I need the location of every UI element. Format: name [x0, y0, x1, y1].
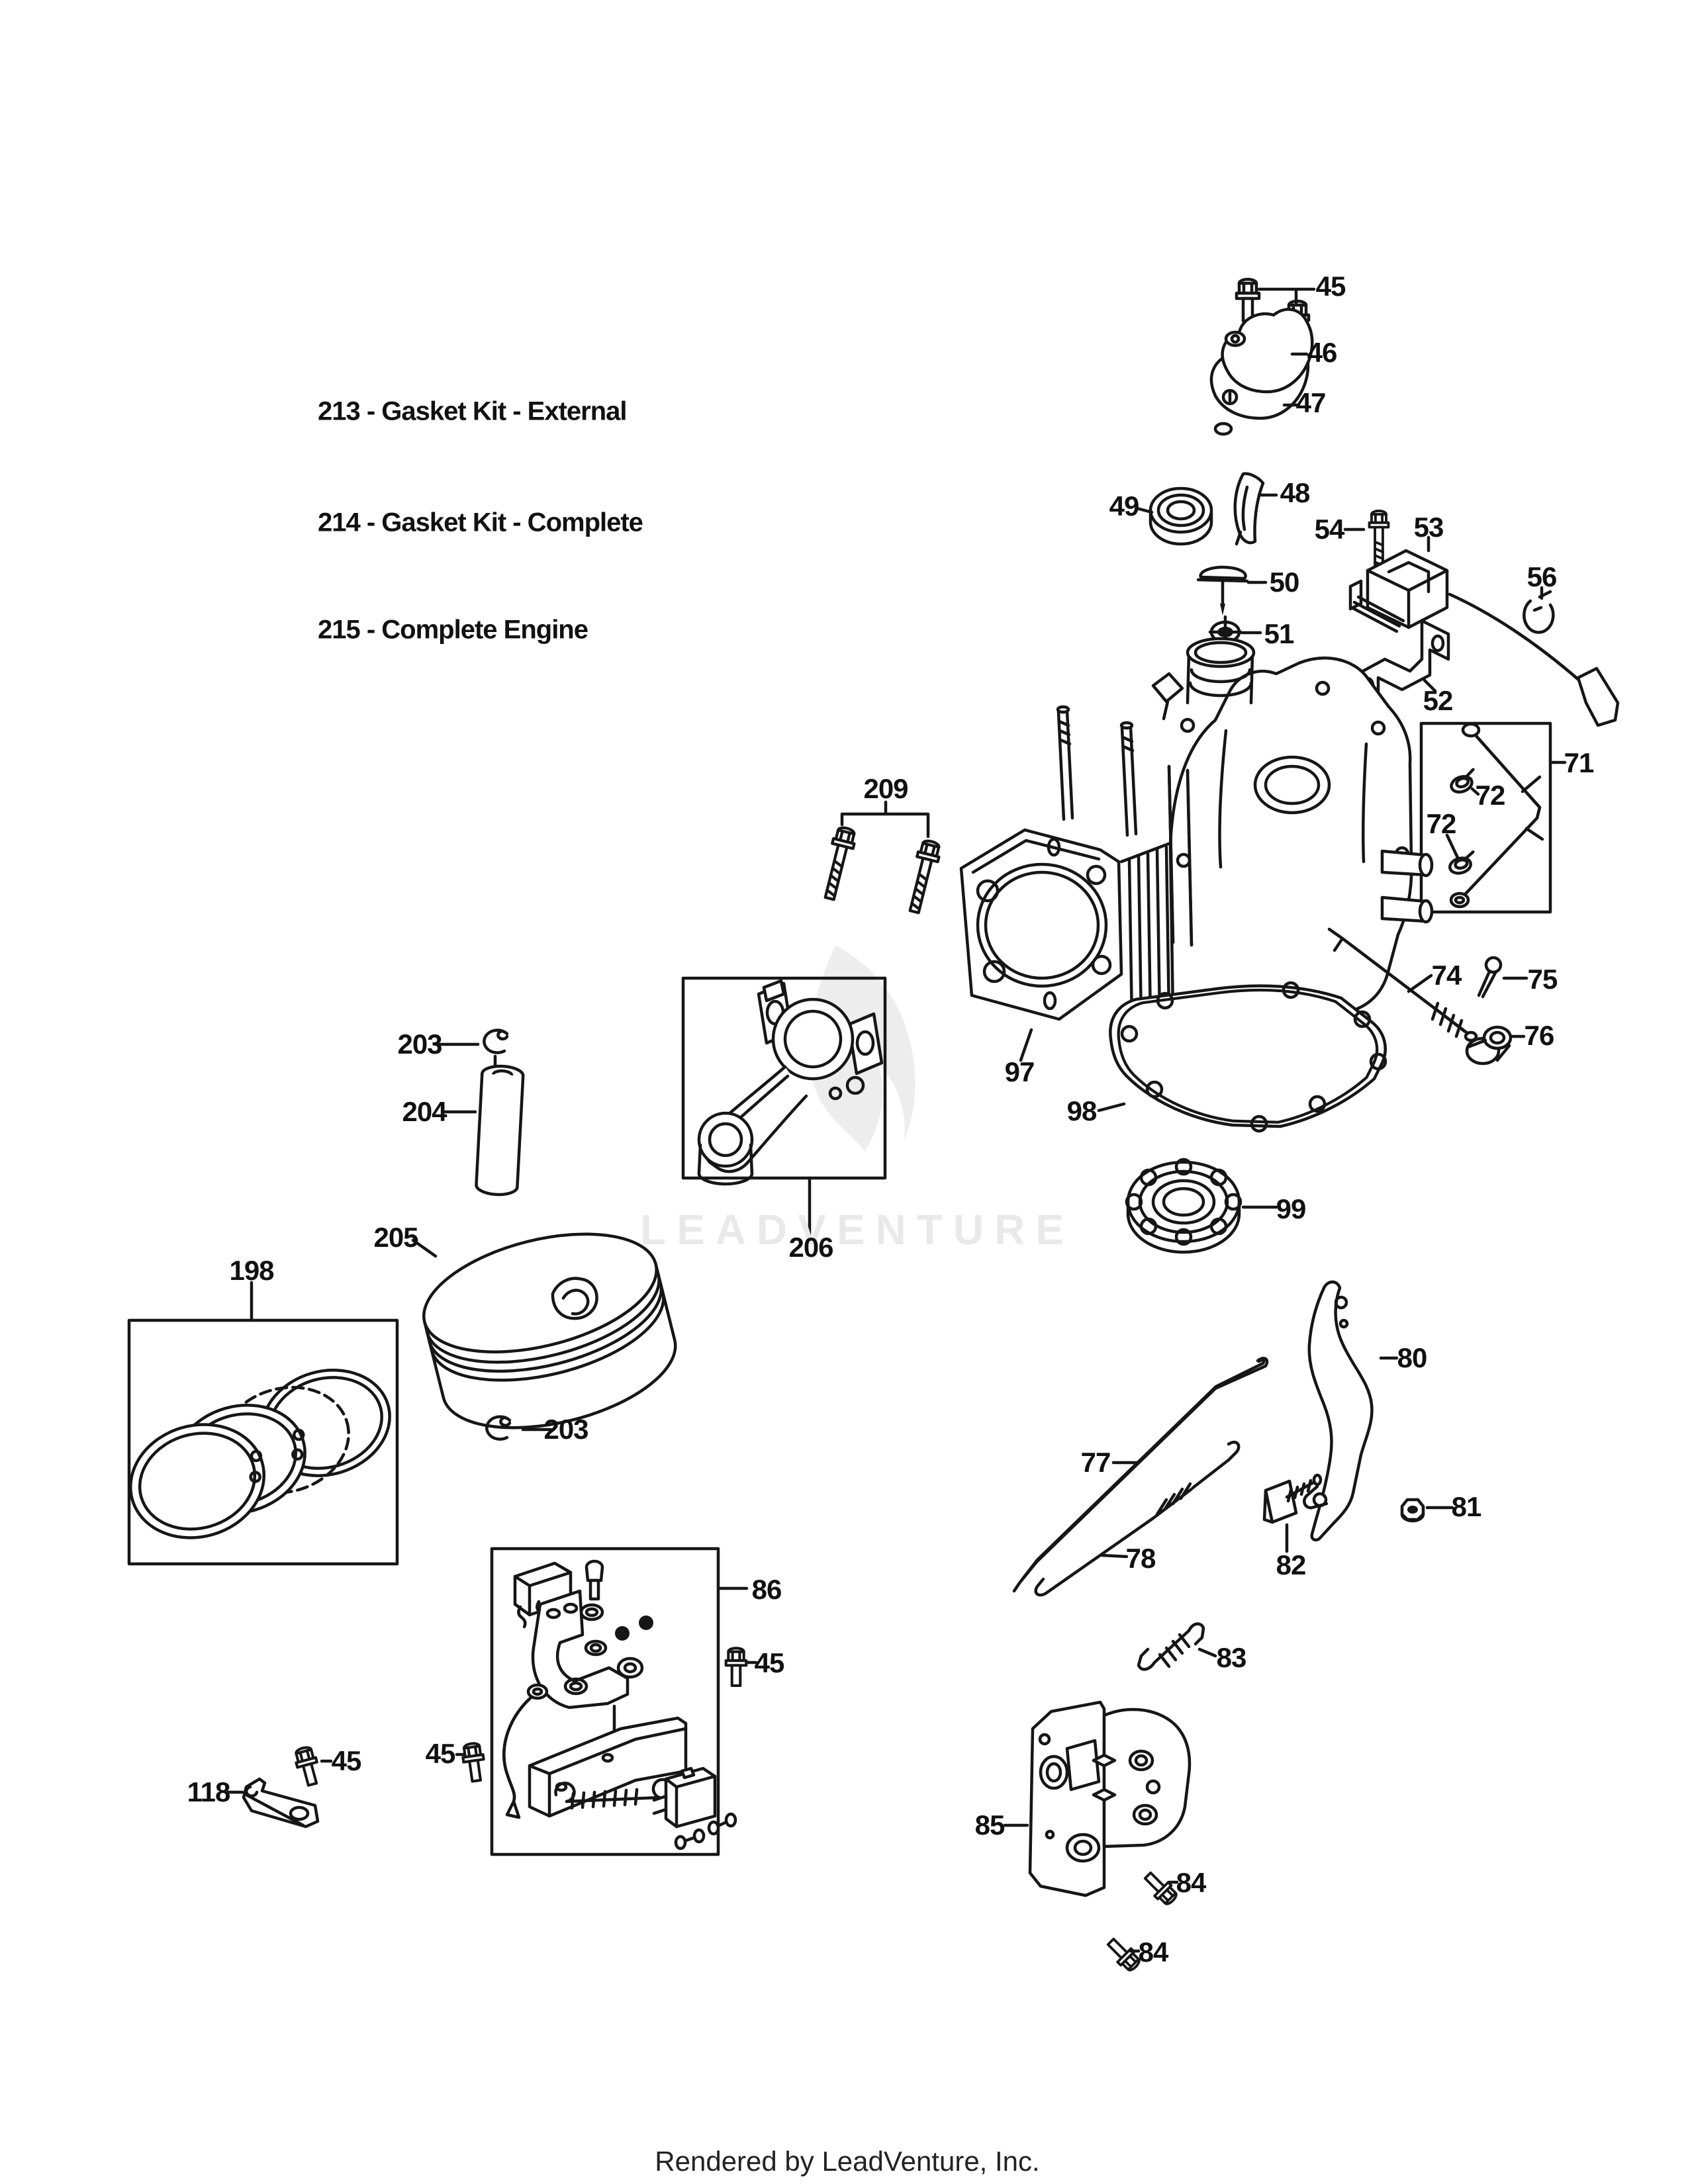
callout-50: 50 [1269, 567, 1300, 598]
piston-205 [411, 1232, 677, 1430]
callout-45-top: 45 [1315, 271, 1346, 302]
callout-206: 206 [788, 1232, 833, 1263]
callout-46: 46 [1307, 337, 1338, 368]
head-bolts-209 [819, 800, 942, 914]
callout-99: 99 [1276, 1193, 1307, 1224]
leadventure-watermark-text: LEADVENTURE [639, 1206, 1075, 1253]
callout-48: 48 [1280, 477, 1311, 508]
hose-kit-box-71 [1419, 721, 1567, 914]
callout-86: 86 [751, 1574, 782, 1605]
screw-82 [1262, 1473, 1323, 1553]
callout-84-upper: 84 [1176, 1867, 1207, 1898]
oil-pan-gasket-98 [1109, 981, 1387, 1133]
callout-198: 198 [229, 1255, 274, 1286]
callout-52: 52 [1423, 685, 1454, 716]
callout-203-top: 203 [397, 1028, 442, 1060]
callout-54: 54 [1314, 514, 1345, 545]
callout-74: 74 [1431, 960, 1462, 991]
control-plate-85 [1003, 1700, 1192, 1897]
callout-84-lower: 84 [1138, 1936, 1169, 1968]
callout-78: 78 [1125, 1543, 1156, 1574]
callout-76: 76 [1524, 1020, 1555, 1051]
callout-97: 97 [1004, 1056, 1035, 1087]
breather-cover-group [1209, 279, 1316, 436]
governor-spring-78 [1034, 1440, 1241, 1597]
control-bracket-box-86 [490, 1547, 749, 1856]
callout-203-bottom: 203 [543, 1414, 588, 1445]
coil-group [1343, 510, 1620, 727]
callout-51: 51 [1264, 618, 1295, 649]
callout-81: 81 [1451, 1491, 1482, 1522]
bracket-118 [226, 1777, 320, 1829]
callout-77: 77 [1080, 1447, 1111, 1478]
governor-arm-80 [1303, 1280, 1399, 1542]
circlip-203-bottom [487, 1417, 553, 1439]
callout-118: 118 [187, 1776, 231, 1807]
callout-45-far-left: 45 [331, 1745, 362, 1776]
callout-85: 85 [974, 1809, 1006, 1841]
callout-205: 205 [373, 1222, 418, 1253]
breather-valve-50 [1196, 565, 1268, 615]
callout-49: 49 [1109, 490, 1140, 522]
callout-209: 209 [863, 773, 908, 804]
connecting-rod-box-206 [681, 976, 887, 1237]
throttle-rod-77 [1012, 1357, 1269, 1593]
callout-82: 82 [1276, 1549, 1307, 1580]
cylinder-block-97 [959, 637, 1434, 1113]
callout-71: 71 [1564, 747, 1595, 778]
governor-rod-74 [1327, 927, 1478, 1042]
key-48 [1233, 472, 1278, 546]
callout-83: 83 [1216, 1642, 1247, 1673]
callout-53: 53 [1413, 512, 1444, 543]
callout-47: 47 [1295, 387, 1327, 418]
kit-label-215: 215 - Complete Engine [318, 615, 588, 645]
footer-credit: Rendered by LeadVenture, Inc. [655, 2146, 1040, 2177]
bolt-45-far-left [293, 1745, 333, 1787]
bolts-84 [1102, 1867, 1181, 1975]
callout-45-box-right: 45 [754, 1647, 785, 1678]
bearing-49 [1135, 486, 1213, 546]
nut-51 [1208, 615, 1262, 649]
bolt-45-right-of-box [726, 1648, 758, 1686]
callout-75: 75 [1527, 964, 1558, 995]
kit-label-213: 213 - Gasket Kit - External [318, 396, 628, 426]
spring-83 [1137, 1622, 1217, 1671]
kit-label-214: 214 - Gasket Kit - Complete [318, 508, 643, 537]
ball-bearing-99 [1125, 1158, 1278, 1254]
cotter-pin-75 [1477, 956, 1528, 999]
bolt-45-left-of-box [455, 1742, 487, 1782]
callout-56: 56 [1526, 561, 1558, 592]
nut-81 [1400, 1498, 1454, 1523]
callout-98: 98 [1066, 1095, 1098, 1126]
circlip-203-top [434, 1030, 507, 1068]
ring-set-box-198 [127, 1281, 399, 1566]
callout-72-lower: 72 [1426, 808, 1457, 839]
callout-80: 80 [1397, 1342, 1428, 1373]
callout-72-upper: 72 [1475, 780, 1506, 811]
bushing-76 [1465, 1025, 1526, 1066]
callout-45-box-left: 45 [425, 1738, 456, 1769]
piston-pin-204 [440, 1064, 525, 1197]
callout-204: 204 [402, 1096, 447, 1127]
